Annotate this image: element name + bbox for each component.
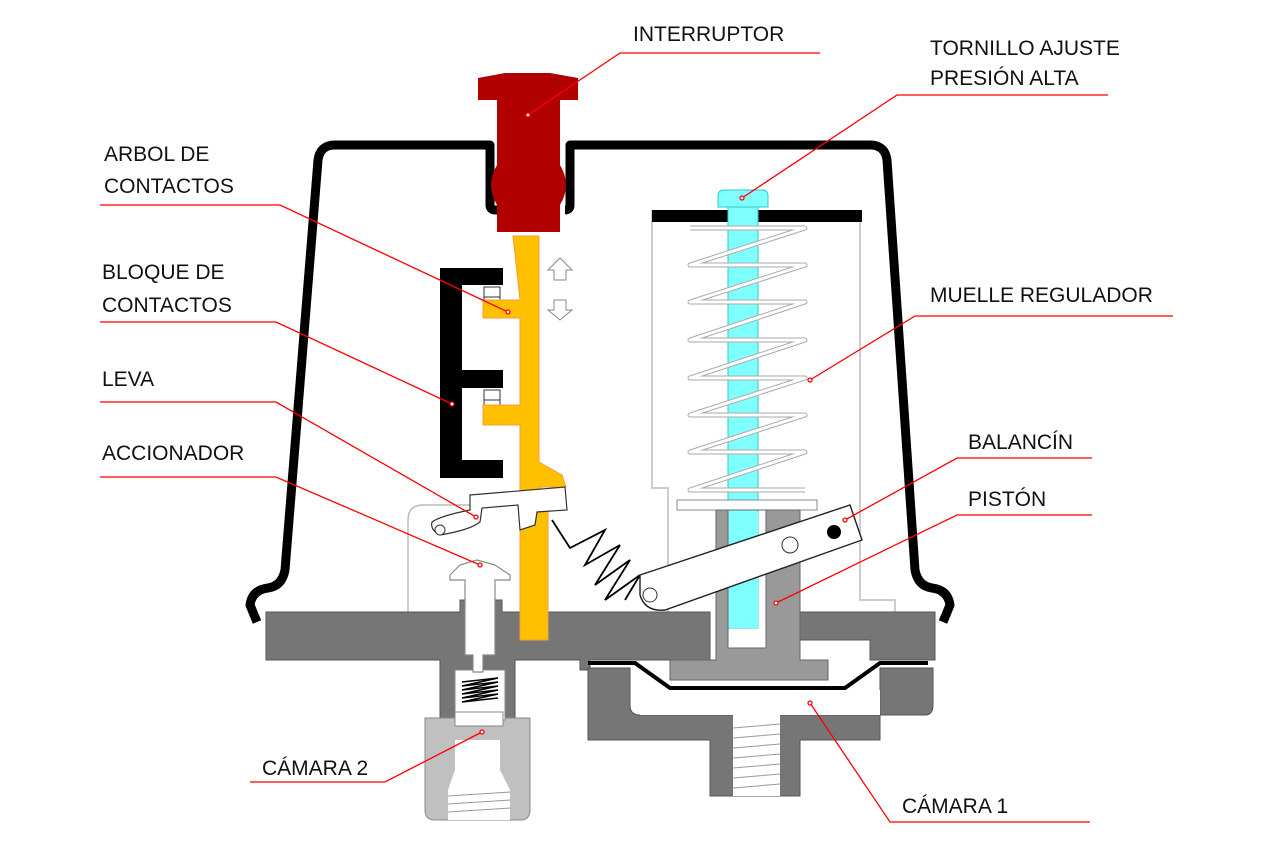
rocker	[639, 504, 863, 611]
label-camara1: CÁMARA 1	[902, 795, 1009, 818]
label-arbol-line2: CONTACTOS	[104, 175, 234, 198]
label-tornillo-line1: TORNILLO AJUSTE	[930, 37, 1120, 60]
switch-button	[478, 73, 578, 232]
inner-frames	[407, 210, 896, 612]
leader-dots	[449, 112, 848, 735]
diaphragm	[588, 661, 928, 690]
rocker-spring-pin	[642, 587, 658, 603]
label-leva: LEVA	[102, 368, 155, 391]
chamber-2-passage	[448, 740, 510, 820]
label-bloque-line2: CONTACTOS	[102, 294, 232, 317]
contact-shaft	[482, 235, 567, 641]
label-arbol-line1: ARBOL DE	[104, 143, 210, 166]
contact-block	[440, 268, 503, 478]
label-piston: PISTÓN	[968, 488, 1047, 511]
spring-seat	[676, 499, 818, 511]
leader-camara1	[809, 702, 1090, 823]
housing-cover	[245, 140, 955, 624]
leader-piston	[775, 514, 1092, 604]
label-balancin: BALANCÍN	[968, 431, 1074, 454]
tension-spring	[551, 519, 641, 601]
leader-interruptor	[527, 52, 820, 116]
leader-muelle	[809, 315, 1173, 381]
label-camara2: CÁMARA 2	[262, 757, 369, 780]
label-tornillo-line2: PRESIÓN ALTA	[930, 67, 1079, 90]
leader-lines	[100, 52, 1173, 823]
motion-arrows	[546, 257, 574, 321]
leader-accionador	[100, 476, 481, 566]
leader-arbol	[100, 204, 509, 313]
leader-leva	[100, 401, 477, 518]
chamber-1-thread	[732, 723, 781, 789]
label-muelle: MUELLE REGULADOR	[930, 284, 1153, 307]
chamber-2-thread	[447, 791, 511, 813]
label-bloque-line1: BLOQUE DE	[102, 261, 225, 284]
cam-pivot	[434, 524, 446, 536]
label-interruptor: INTERRUPTOR	[633, 23, 785, 46]
label-accionador: ACCIONADOR	[102, 442, 245, 465]
leader-balancin	[844, 457, 1092, 521]
rocker-pivot	[781, 536, 799, 554]
valve-spring	[461, 677, 499, 703]
up-arrow-icon	[546, 257, 574, 281]
leader-bloque	[100, 321, 453, 405]
down-arrow-icon	[546, 299, 574, 321]
rocker-hole	[827, 525, 841, 539]
chamber-1-cavity	[640, 690, 880, 715]
actuator	[449, 559, 511, 673]
leader-tornillo	[741, 94, 1108, 199]
leader-camara2	[250, 731, 483, 783]
valve-seat	[454, 711, 504, 727]
